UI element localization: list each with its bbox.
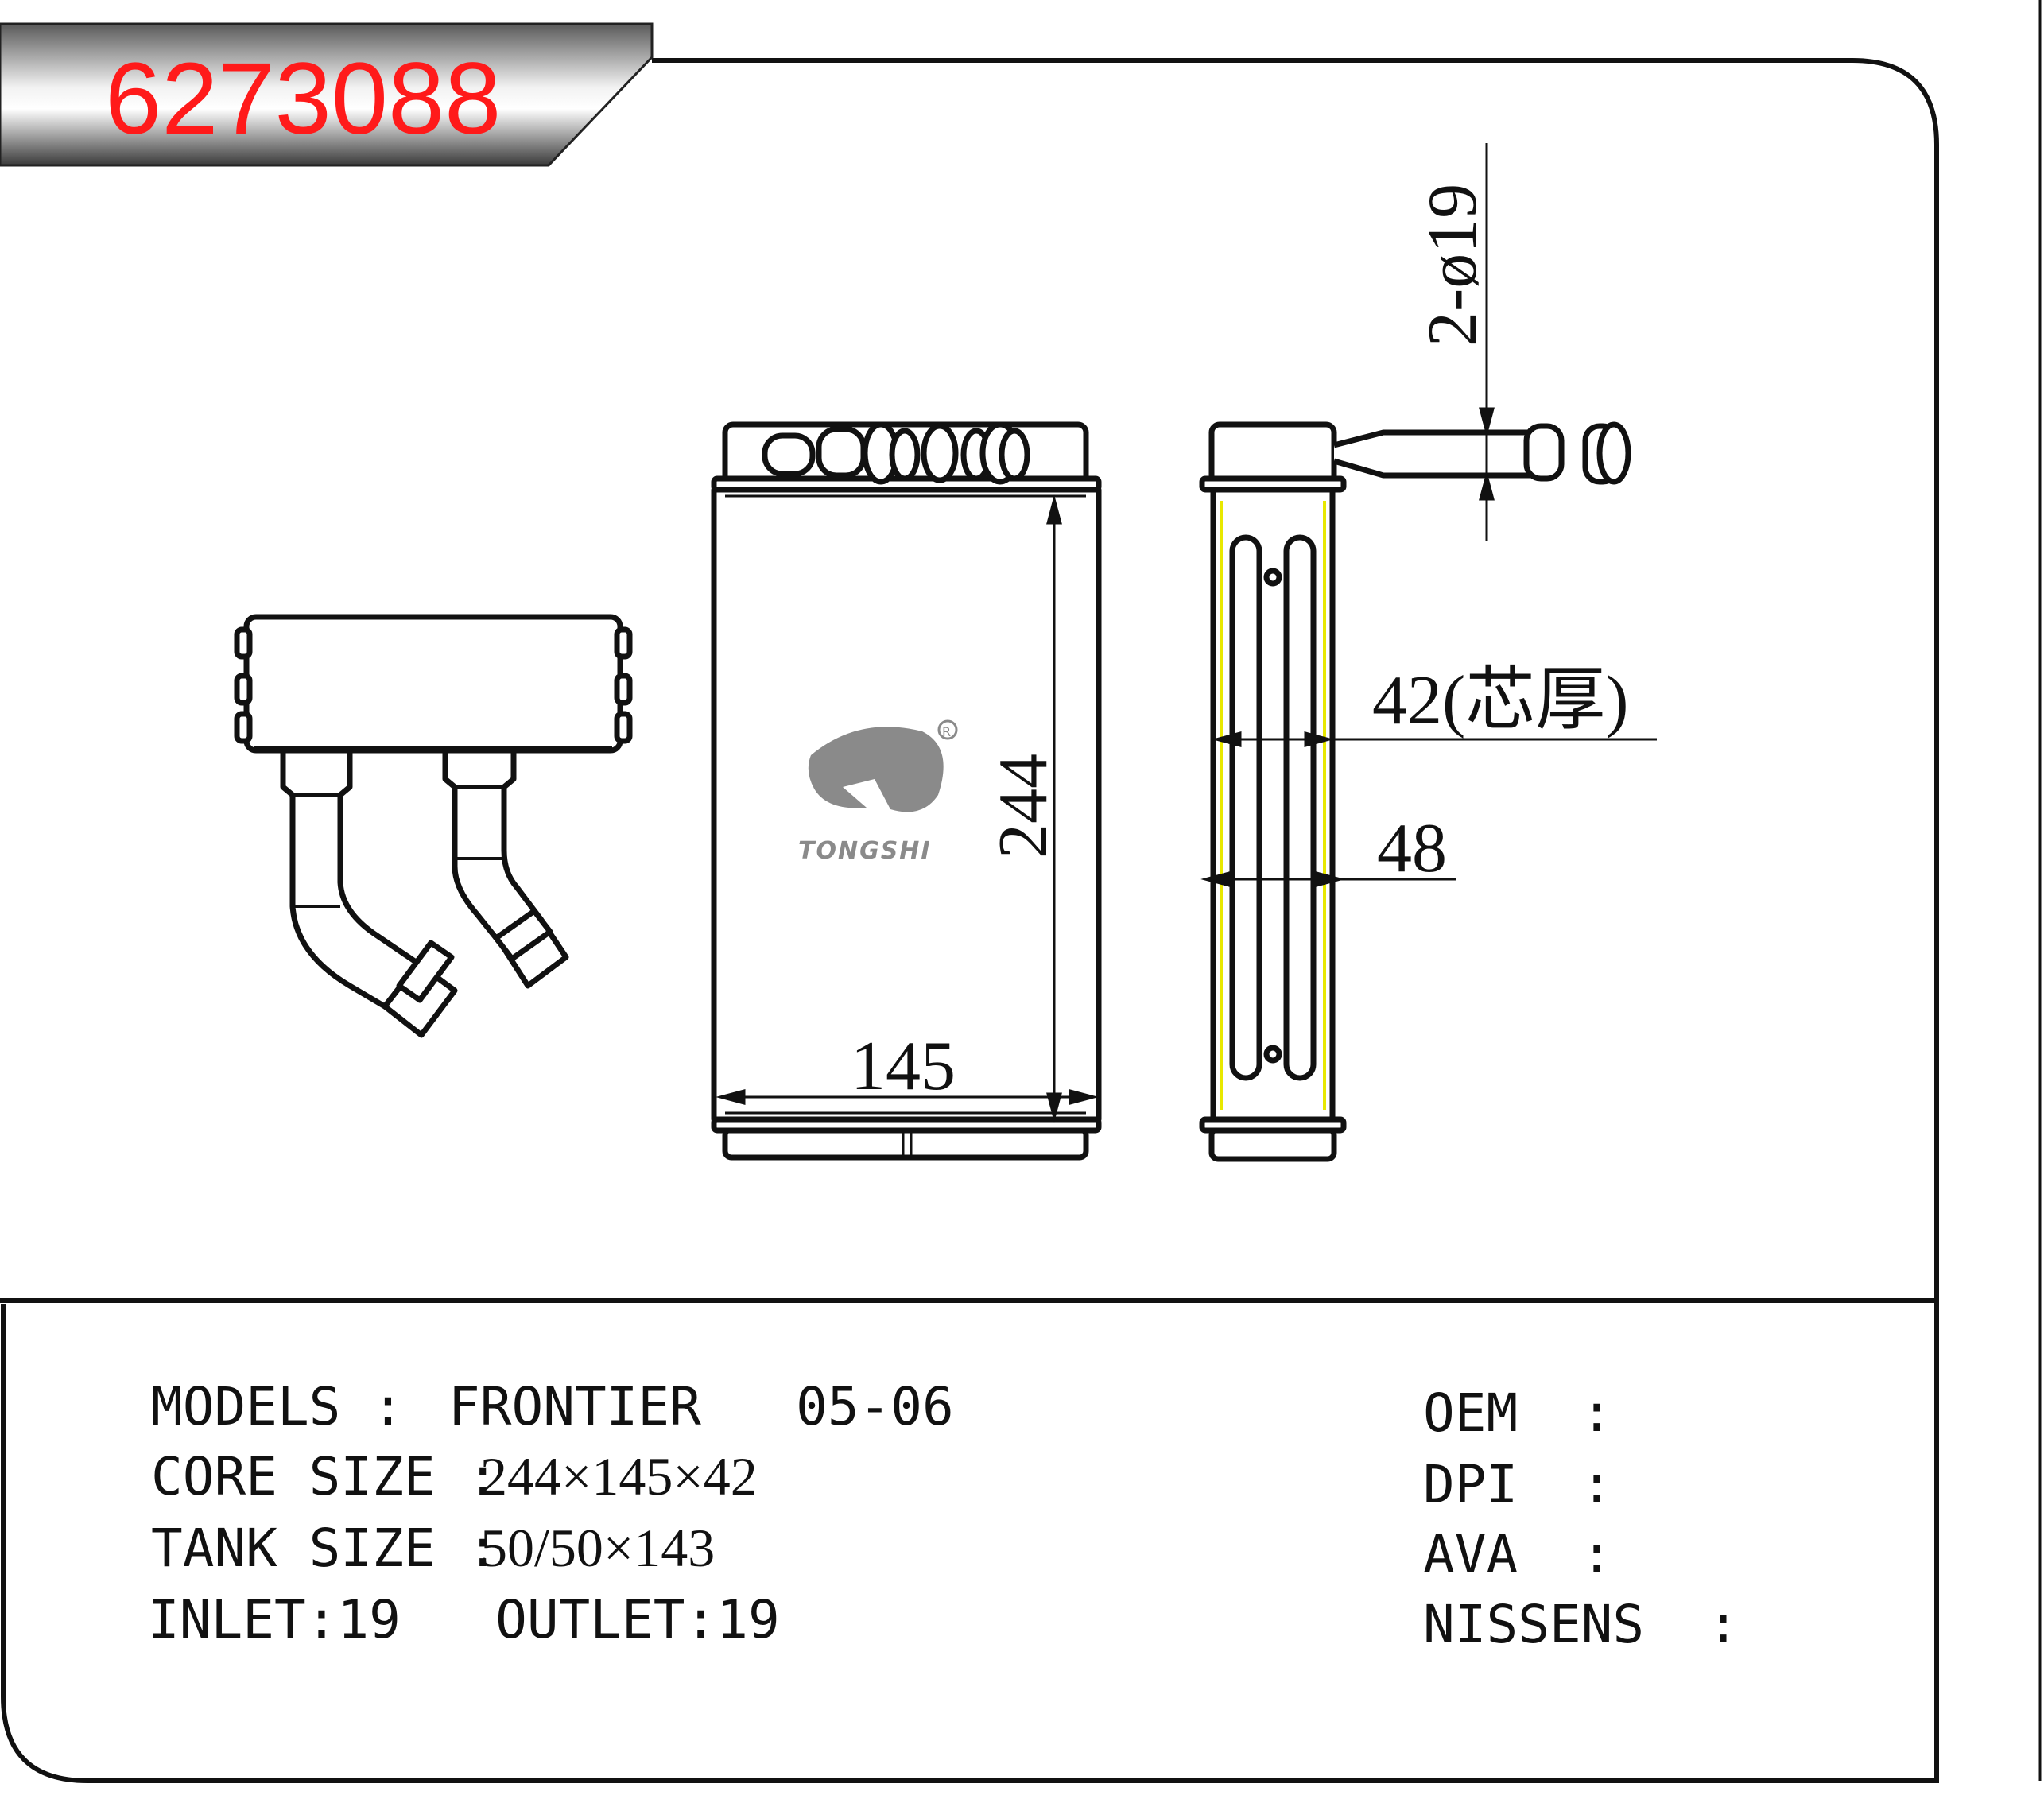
registered-mark: R: [942, 724, 951, 739]
core-width-label: 145: [851, 1028, 956, 1105]
tank-size-value: 50/50×143: [480, 1518, 715, 1578]
tongshi-logo: R TONGSHI: [798, 719, 958, 865]
dpi-label: DPI :: [1423, 1454, 1612, 1515]
tank-side-view: [234, 614, 633, 1038]
reference-block: OEM : DPI : AVA : NISSENS :: [1423, 1382, 1739, 1655]
core-size-label: CORE SIZE :: [151, 1446, 498, 1507]
oem-label: OEM :: [1423, 1382, 1612, 1444]
core-side-view: [1199, 421, 1631, 1162]
models-label: MODELS :: [151, 1376, 404, 1437]
models-value: FRONTIER 05-06: [448, 1376, 954, 1437]
brand-name: TONGSHI: [798, 837, 932, 865]
core-size-value: 244×145×42: [480, 1446, 758, 1506]
front-dimension-lines: [716, 494, 1099, 1123]
pipe-diameter-label: 2-ø19: [1414, 184, 1491, 347]
core-height-label: 244: [985, 754, 1062, 859]
nissens-label: NISSENS :: [1423, 1594, 1739, 1655]
core-front-view: [711, 421, 1102, 1161]
spec-block: MODELS : FRONTIER 05-06 CORE SIZE : 244×…: [148, 1376, 954, 1650]
inlet-outlet: INLET:19 OUTLET:19: [148, 1589, 780, 1650]
logo-mark: [808, 727, 944, 812]
core-thickness-label: 42(芯厚): [1372, 662, 1629, 739]
header-banner: 6273088: [0, 22, 654, 167]
side-dimension-lines: [1200, 143, 1657, 887]
part-number: 6273088: [105, 42, 501, 156]
ava-label: AVA :: [1423, 1524, 1612, 1585]
tank-size-label: TANK SIZE :: [151, 1518, 498, 1579]
overall-thickness-label: 48: [1377, 810, 1447, 887]
